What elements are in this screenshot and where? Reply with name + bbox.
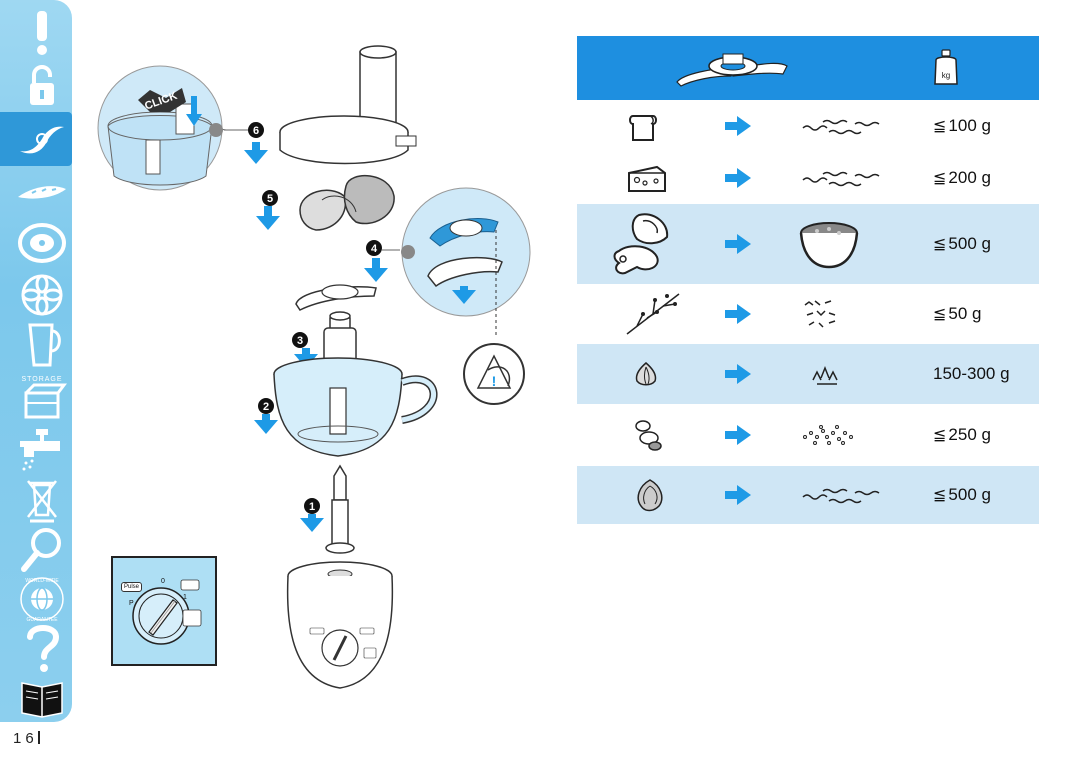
svg-text:GUARANTEE: GUARANTEE [26,617,58,623]
weight-kg-label: kg [942,71,950,80]
chopping-blade-icon[interactable] [0,112,72,166]
svg-text:!: ! [492,373,497,389]
processing-bowl-drawing [273,357,438,457]
table-row: ≦500 g [577,204,1039,284]
table-row: ≦500 g [577,466,1039,524]
quantity-label: ≦200 g [933,168,991,188]
processing-quantity-table: kg ≦100 g ≦200 g [577,36,1039,524]
unlock-padlock-icon[interactable] [6,60,66,114]
quantity-label: ≦50 g [933,304,982,324]
herbs-icon [626,293,680,335]
slicing-disc-icon[interactable] [6,164,66,218]
onions-drawing [299,174,395,231]
blade-assembly-detail [427,218,503,304]
recipe-book-icon[interactable] [6,672,66,726]
meat-icon [613,213,669,275]
quantity-value: 50 g [948,304,982,323]
arrow-right-icon [725,234,751,254]
click-detail-circle: CLICK [97,65,223,191]
arrow-right-icon [725,364,751,384]
warning-exclamation-icon[interactable] [6,6,66,60]
bread-icon [629,115,657,141]
table-row: 150-300 g [577,344,1039,404]
speed-dial-panel: Pulse P 0 1 2 [111,556,217,666]
table-header: kg [577,36,1039,100]
svg-text:STORAGE: STORAGE [21,376,62,383]
question-mark-icon[interactable] [6,620,66,674]
ground-nuts-icon [803,425,853,445]
quantity-label: ≦500 g [933,485,991,505]
page-number-divider [38,731,40,744]
table-row: ≦100 g [577,100,1039,152]
dial-pulse-label: Pulse [121,582,143,592]
quantity-value: 500 g [948,485,991,504]
quantity-label: ≦250 g [933,425,991,445]
quantity-label: ≦100 g [933,116,991,136]
lid-with-feed-tube [279,45,417,165]
water-tap-cleaning-icon[interactable] [6,422,66,476]
grated-crumbs-icon [802,171,880,187]
page-number: 16 [13,730,38,747]
step-1-label: 1 [309,501,315,513]
quantity-value: 250 g [948,425,991,444]
step-6-label: 6 [253,125,259,137]
emulsifying-disc-icon[interactable] [6,216,66,270]
arrow-right-icon [725,304,751,324]
chopping-blade-drawing [295,284,377,311]
garlic-icon [635,362,657,386]
weight-kg-icon: kg [934,49,958,85]
breadcrumbs-icon [802,119,880,135]
chopping-blade-icon [676,53,788,87]
magnifier-troubleshooting-icon[interactable] [6,522,66,576]
table-row: ≦200 g [577,152,1039,204]
dial-setting-1: 1 [183,594,187,601]
le-symbol: ≦ [933,425,947,444]
dial-setting-p: P [129,600,134,607]
speed-dial-knob-icon [132,579,202,645]
step-2-label: 2 [263,401,269,413]
motor-shaft-drawing [325,464,355,554]
dial-setting-0: 0 [161,578,165,585]
chopped-herbs-icon [804,300,836,328]
quantity-label: 150-300 g [933,364,1010,384]
quantity-value: 100 g [948,116,991,135]
blender-jug-icon[interactable] [6,318,66,372]
le-symbol: ≦ [933,485,947,504]
quantity-value: 200 g [948,168,991,187]
quantity-value: 500 g [948,234,991,253]
quantity-label: ≦500 g [933,234,991,254]
le-symbol: ≦ [933,168,947,187]
le-symbol: ≦ [933,234,947,253]
step-4-label: 4 [371,243,378,255]
section-sidebar: STORAGE WORLD-WIDE GUARANTEE [0,0,72,722]
arrow-right-icon [725,168,751,188]
table-row: ≦250 g [577,404,1039,466]
assembly-illustration: CLICK ! [97,45,531,689]
cheese-icon [628,165,666,192]
step-5-label: 5 [267,193,273,205]
storage-box-icon[interactable]: STORAGE [6,368,67,422]
le-symbol: ≦ [933,304,947,323]
motor-base-drawing [286,561,394,689]
blade-caution-icon: ! [463,343,525,405]
chopped-onion-icon [802,488,880,504]
arrow-right-icon [725,116,751,136]
table-row: ≦50 g [577,284,1039,344]
chopped-garlic-icon [812,365,838,385]
nuts-icon [635,420,662,451]
le-symbol: ≦ [933,116,947,135]
arrow-right-icon [725,425,751,445]
svg-text:WORLD-WIDE: WORLD-WIDE [25,578,59,584]
quantity-value: 150-300 g [933,364,1010,383]
disposal-bin-icon[interactable] [6,472,66,526]
worldwide-guarantee-globe-icon[interactable]: WORLD-WIDE GUARANTEE [6,570,66,624]
minced-meat-bowl-icon [799,222,859,269]
onion-icon [637,479,663,512]
arrow-right-icon [725,485,751,505]
step-3-label: 3 [297,335,303,347]
citrus-press-icon[interactable] [6,268,66,322]
